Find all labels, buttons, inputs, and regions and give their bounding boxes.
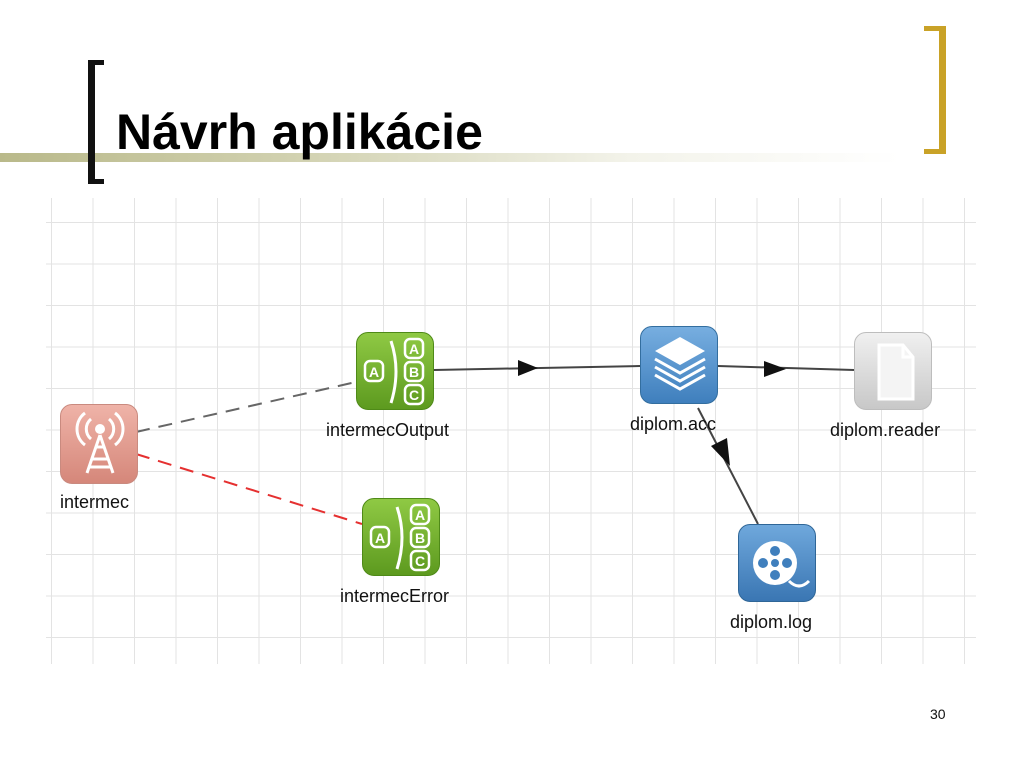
- edge-acc-reader: [717, 365, 855, 371]
- edge-intermec-output: [135, 381, 357, 433]
- abc-switch-icon[interactable]: A A B C: [362, 498, 440, 576]
- node-label-diplom-log: diplom.log: [730, 612, 813, 632]
- svg-text:C: C: [409, 387, 419, 403]
- layers-icon[interactable]: [640, 326, 718, 404]
- radio-tower-icon[interactable]: [60, 404, 138, 484]
- right-bracket-decoration: [924, 26, 946, 154]
- node-label-diplom-acc: diplom.acc: [630, 414, 717, 434]
- edge-acc-log-arrow: [711, 438, 730, 466]
- document-icon[interactable]: [854, 332, 932, 410]
- node-label-intermecoutput: intermecOutput: [326, 420, 450, 440]
- svg-text:A: A: [409, 341, 419, 357]
- node-label-diplom-reader: diplom.reader: [830, 420, 941, 440]
- edge-intermec-error: [135, 453, 363, 525]
- svg-text:A: A: [375, 530, 385, 546]
- svg-text:B: B: [409, 364, 419, 380]
- svg-text:C: C: [415, 553, 425, 569]
- page-number: 30: [930, 706, 946, 722]
- node-label-intermecerror: intermecError: [340, 586, 450, 606]
- diagram-canvas: intermec A A B C intermecOutput A A B C: [46, 198, 976, 664]
- edge-output-acc-arrow: [518, 360, 538, 376]
- svg-text:B: B: [415, 530, 425, 546]
- edge-acc-log: [697, 407, 759, 525]
- film-reel-icon[interactable]: [738, 524, 816, 602]
- svg-text:A: A: [369, 364, 379, 380]
- node-label-intermec: intermec: [60, 492, 130, 512]
- abc-switch-icon[interactable]: A A B C: [356, 332, 434, 410]
- svg-text:A: A: [415, 507, 425, 523]
- edge-acc-reader-arrow: [764, 361, 786, 377]
- title-underline: [0, 153, 900, 162]
- slide-title: Návrh aplikácie: [116, 104, 483, 160]
- diagram-edges: [135, 360, 855, 525]
- left-bracket-decoration: [88, 60, 104, 184]
